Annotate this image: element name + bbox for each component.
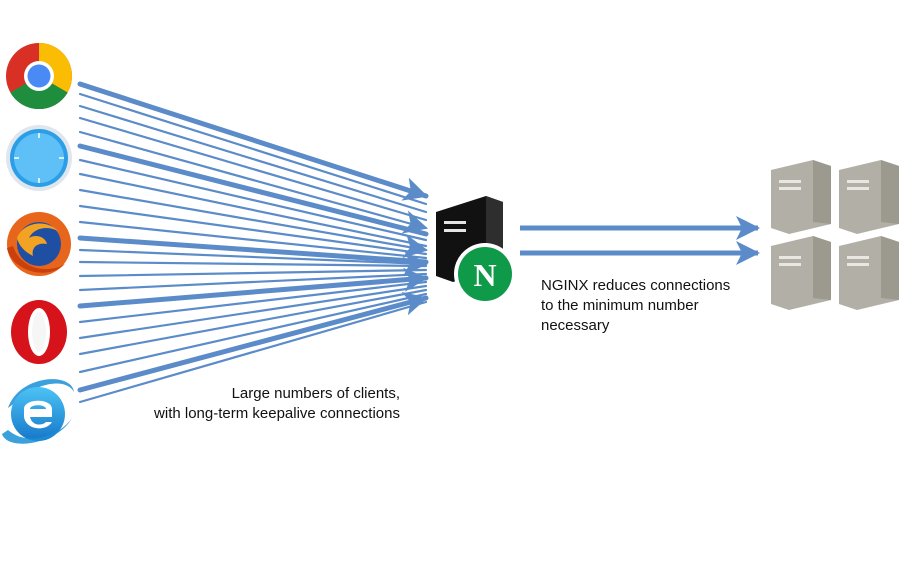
clients-caption-line: Large numbers of clients, bbox=[231, 385, 400, 402]
client-connection-line bbox=[77, 235, 429, 265]
client-connection-line bbox=[77, 81, 429, 201]
client-connection-line bbox=[78, 288, 428, 356]
client-connection-line bbox=[78, 284, 428, 340]
internet-explorer-icon bbox=[2, 379, 74, 444]
client-connection-line bbox=[78, 280, 428, 324]
nginx-caption-line: to the minimum number bbox=[541, 297, 699, 314]
client-connection-line bbox=[78, 300, 428, 404]
client-connection-line bbox=[78, 260, 428, 268]
clients-caption: Large numbers of clients, with long-term… bbox=[100, 384, 400, 424]
backend-server-icon bbox=[771, 236, 831, 310]
backend-server-icon bbox=[771, 160, 831, 234]
client-connection-line bbox=[78, 130, 428, 234]
clients-caption-line: with long-term keepalive connections bbox=[154, 405, 400, 422]
client-connection-line bbox=[78, 220, 428, 260]
chrome-icon bbox=[6, 42, 73, 110]
client-connection-line bbox=[78, 268, 428, 278]
client-connection-line bbox=[77, 292, 429, 393]
nginx-logo-icon: N bbox=[454, 243, 516, 305]
safari-icon bbox=[6, 125, 72, 191]
client-connection-line bbox=[78, 116, 428, 222]
client-connection-line bbox=[78, 92, 428, 206]
client-connection-line bbox=[78, 248, 428, 276]
nginx-logo-letter: N bbox=[473, 257, 496, 293]
upstream-connections bbox=[520, 216, 760, 265]
client-connection-line bbox=[78, 172, 428, 248]
client-connection-lines bbox=[77, 81, 429, 404]
client-connection-line bbox=[78, 272, 428, 292]
backend-server-icon bbox=[839, 160, 899, 234]
client-connection-line bbox=[78, 104, 428, 214]
client-connection-line bbox=[78, 204, 428, 256]
nginx-caption: NGINX reduces connections to the minimum… bbox=[541, 276, 771, 336]
nginx-caption-line: necessary bbox=[541, 317, 610, 334]
backend-server-icon bbox=[839, 236, 899, 310]
client-connection-line bbox=[78, 292, 428, 374]
backend-server-group bbox=[771, 160, 899, 310]
firefox-icon bbox=[7, 212, 71, 276]
client-connection-line bbox=[78, 158, 428, 242]
client-connection-line bbox=[78, 188, 428, 259]
nginx-caption-line: NGINX reduces connections bbox=[541, 277, 731, 294]
opera-icon bbox=[11, 300, 67, 364]
client-connection-line bbox=[77, 267, 429, 309]
client-connection-line bbox=[77, 143, 429, 237]
